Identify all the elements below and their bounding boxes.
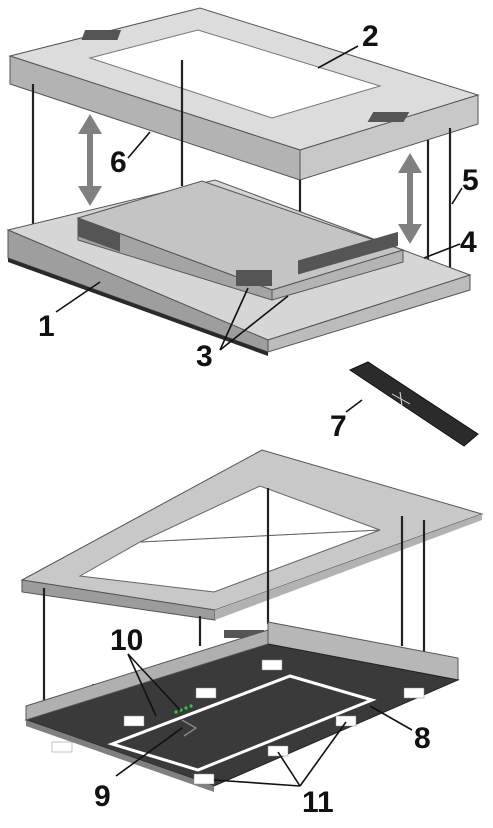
leader-10a: [127, 653, 157, 717]
ceiling-frame-lower-side: [215, 514, 482, 620]
callout-4: 4: [460, 226, 477, 259]
leader-3b: [219, 295, 289, 351]
leader-2: [317, 45, 359, 69]
leader-5: [451, 187, 463, 205]
ceiling-frame: [8, 7, 480, 181]
hood-base-bottom-edge: [8, 258, 268, 356]
light-module: [261, 659, 283, 671]
leader-lines: [55, 45, 463, 787]
callout-10: 10: [110, 624, 143, 657]
callout-2: 2: [362, 20, 379, 53]
height-arrow-right: [398, 153, 422, 244]
vent-cover-left: [81, 30, 122, 40]
hood-base-side: [267, 274, 471, 353]
leader-11a: [213, 779, 301, 787]
callout-11: 11: [302, 786, 334, 819]
hood-bottom-front-edge: [26, 720, 214, 792]
height-arrow-left: [78, 114, 102, 206]
callout-7: 7: [330, 410, 347, 443]
motor-housing: [76, 180, 405, 301]
ceiling-frame-side: [299, 94, 479, 181]
upper-assembly: [6, 7, 480, 447]
light-module: [195, 687, 217, 699]
callouts: 1 2 3 4 5 6 7 8 9 10 11: [38, 20, 479, 819]
leader-4: [423, 243, 461, 259]
intake-grille: [236, 270, 272, 286]
intake-grille: [78, 218, 120, 252]
ceiling-frame-opening: [88, 29, 382, 119]
light-module: [267, 745, 289, 757]
sensor-mark: [181, 719, 198, 737]
remote-control: [348, 361, 479, 447]
leader-10b: [127, 653, 181, 711]
leader-7: [345, 399, 363, 413]
callout-3: 3: [196, 340, 213, 373]
light-module: [403, 687, 425, 699]
led-strip: [107, 674, 377, 772]
light-module: [193, 773, 215, 785]
callout-8: 8: [414, 722, 431, 755]
callout-1: 1: [38, 310, 55, 343]
leader-6: [127, 131, 151, 159]
hood-bottom: [24, 621, 460, 792]
light-modules: [51, 659, 425, 785]
side-grille: [224, 630, 264, 638]
lower-assembly: [20, 449, 484, 792]
leader-11b: [277, 751, 301, 787]
callout-6: 6: [110, 146, 127, 179]
leader-3a: [219, 287, 249, 351]
callout-5: 5: [462, 164, 479, 197]
leader-1: [55, 281, 101, 313]
leader-9: [115, 727, 183, 777]
light-module: [123, 715, 145, 727]
callout-9: 9: [94, 780, 111, 813]
leader-8: [369, 705, 413, 731]
intake-grille: [298, 231, 398, 275]
light-module: [51, 741, 73, 753]
light-module: [335, 715, 357, 727]
vent-cover-right: [367, 112, 410, 122]
motor-housing-side: [271, 249, 404, 301]
leader-11c: [299, 721, 347, 787]
ceiling-frame-lower: [20, 449, 484, 621]
